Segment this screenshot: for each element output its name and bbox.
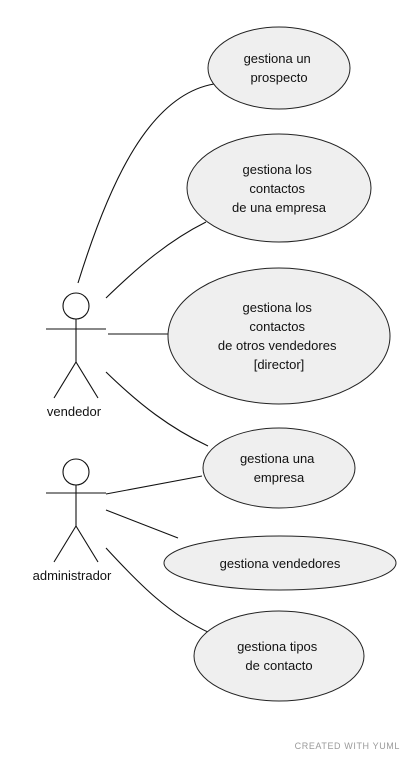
actor-leg-left: [53, 525, 77, 563]
use-case-ellipse: [202, 427, 356, 509]
actor-administrador: administrador: [33, 458, 112, 583]
use-case-gestiona-una-empresa: gestiona una empresa: [202, 427, 356, 509]
use-case-label-line: gestiona una: [240, 451, 315, 466]
use-case-label-line: de otros vendedores: [218, 338, 337, 353]
use-case-label-line: empresa: [254, 470, 305, 485]
actor-leg-right: [75, 525, 99, 563]
use-case-label-line: contactos: [249, 319, 305, 334]
use-case-label-line: [director]: [254, 357, 305, 372]
use-case-label-line: gestiona vendedores: [220, 556, 341, 571]
actor-leg-left: [53, 361, 77, 399]
actor-head: [62, 292, 90, 320]
use-case-ellipse: [163, 535, 397, 591]
use-case-gestiona-contactos-otros-vendedores: gestiona los contactos de otros vendedor…: [167, 267, 391, 405]
use-case-gestiona-contactos-empresa: gestiona los contactos de una empresa: [186, 133, 372, 243]
use-case-ellipse: [167, 267, 391, 405]
actor-vendedor: vendedor: [46, 292, 106, 419]
use-case-label-line: gestiona los: [242, 300, 312, 315]
use-case-label: gestiona una empresa: [240, 451, 318, 485]
use-case-label: gestiona los contactos de otros vendedor…: [218, 300, 340, 372]
use-case-label-line: gestiona los: [242, 162, 312, 177]
use-case-label-line: gestiona un: [244, 51, 311, 66]
use-case-label: gestiona los contactos de una empresa: [232, 162, 327, 215]
use-case-gestiona-tipos-de-contacto: gestiona tipos de contacto: [193, 610, 365, 702]
use-case-ellipse: [186, 133, 372, 243]
association-vendedor-uc4: [105, 371, 209, 447]
associations: [77, 83, 215, 634]
use-case-label: gestiona vendedores: [220, 556, 341, 571]
use-case-gestiona-un-prospecto: gestiona un prospecto: [207, 26, 351, 110]
association-administrador-uc6: [105, 547, 211, 634]
use-case-gestiona-vendedores: gestiona vendedores: [163, 535, 397, 591]
use-case-label: gestiona un prospecto: [244, 51, 315, 85]
actor-label-administrador: administrador: [33, 568, 112, 583]
use-case-ellipse: [207, 26, 351, 110]
use-case-label: gestiona tipos de contacto: [237, 639, 321, 673]
actor-head: [62, 458, 90, 486]
use-case-label-line: de contacto: [245, 658, 312, 673]
use-case-label-line: gestiona tipos: [237, 639, 318, 654]
association-vendedor-uc2: [105, 221, 207, 299]
use-case-label-line: de una empresa: [232, 200, 327, 215]
association-administrador-uc5: [105, 509, 179, 539]
association-vendedor-uc1: [77, 83, 215, 284]
yuml-watermark: CREATED WITH YUML: [294, 741, 400, 751]
use-case-label-line: prospecto: [250, 70, 307, 85]
actor-label-vendedor: vendedor: [47, 404, 102, 419]
association-administrador-uc4: [105, 475, 203, 495]
use-case-label-line: contactos: [249, 181, 305, 196]
actor-leg-right: [75, 361, 99, 399]
use-case-ellipse: [193, 610, 365, 702]
